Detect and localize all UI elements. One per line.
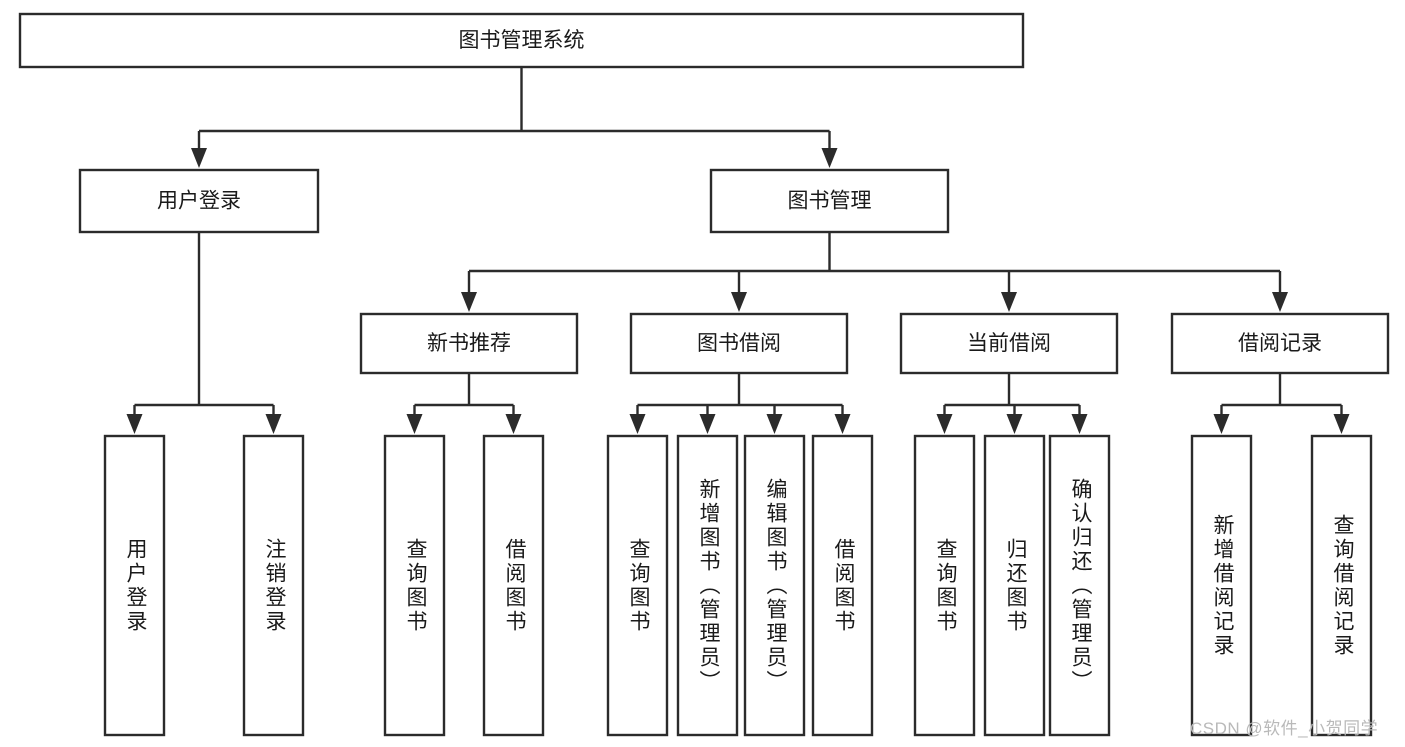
arrow-head-icon — [1071, 414, 1088, 434]
level2-book-management-label: 图书管理 — [788, 190, 872, 213]
node-box-layer — [18, 12, 1390, 737]
arrow-head-icon — [1006, 414, 1023, 434]
leaf-user-login-0-box[interactable] — [103, 434, 166, 737]
level2-book-management-box[interactable] — [709, 168, 950, 234]
arrow-head-icon — [406, 414, 423, 434]
level3-borrow-record-label: 借阅记录 — [1238, 332, 1322, 355]
level3-new-book-recommend-box[interactable] — [359, 312, 579, 375]
arrow-head-icon — [265, 414, 282, 434]
leaf-return-book-9-box[interactable] — [983, 434, 1046, 737]
arrow-head-icon — [191, 148, 207, 168]
leaf-edit-book-admin-6-box[interactable] — [743, 434, 806, 737]
leaf-query-book-8-box[interactable] — [913, 434, 976, 737]
connector-layer — [126, 67, 1350, 434]
leaf-user-logout-1-box[interactable] — [242, 434, 305, 737]
level3-new-book-recommend-label: 新书推荐 — [427, 332, 511, 355]
arrow-head-icon — [821, 148, 838, 168]
leaf-borrow-book-3-box[interactable] — [482, 434, 545, 737]
arrow-head-icon — [126, 414, 143, 434]
leaf-query-borrow-record-12-box[interactable] — [1310, 434, 1373, 737]
arrow-head-icon — [1272, 292, 1288, 312]
arrow-head-icon — [1001, 292, 1017, 312]
arrow-head-icon — [461, 292, 477, 312]
level3-current-borrow-box[interactable] — [899, 312, 1119, 375]
arrow-head-icon — [766, 414, 783, 434]
level2-user-login-box[interactable] — [78, 168, 320, 234]
leaf-borrow-book-7-box[interactable] — [811, 434, 874, 737]
arrow-head-icon — [1333, 414, 1350, 434]
leaf-add-book-admin-5-box[interactable] — [676, 434, 739, 737]
arrow-head-icon — [1213, 414, 1230, 434]
leaf-confirm-return-admin-10-box[interactable] — [1048, 434, 1111, 737]
arrow-head-icon — [731, 292, 747, 312]
level3-book-borrow-label: 图书借阅 — [697, 332, 781, 355]
arrow-head-icon — [936, 414, 953, 434]
leaf-query-book-4-box[interactable] — [606, 434, 669, 737]
arrow-head-icon — [834, 414, 851, 434]
arrow-head-icon — [629, 414, 646, 434]
arrow-head-icon — [699, 414, 716, 434]
root-node-box[interactable] — [18, 12, 1025, 69]
level3-borrow-record-box[interactable] — [1170, 312, 1390, 375]
leaf-add-borrow-record-11-box[interactable] — [1190, 434, 1253, 737]
level2-user-login-label: 用户登录 — [157, 190, 241, 213]
level3-current-borrow-label: 当前借阅 — [967, 332, 1051, 355]
leaf-query-book-2-box[interactable] — [383, 434, 446, 737]
level3-book-borrow-box[interactable] — [629, 312, 849, 375]
csdn-watermark: CSDN @软件_小贺同学 — [1190, 719, 1379, 738]
arrow-head-icon — [505, 414, 522, 434]
root-node-label: 图书管理系统 — [459, 29, 585, 52]
